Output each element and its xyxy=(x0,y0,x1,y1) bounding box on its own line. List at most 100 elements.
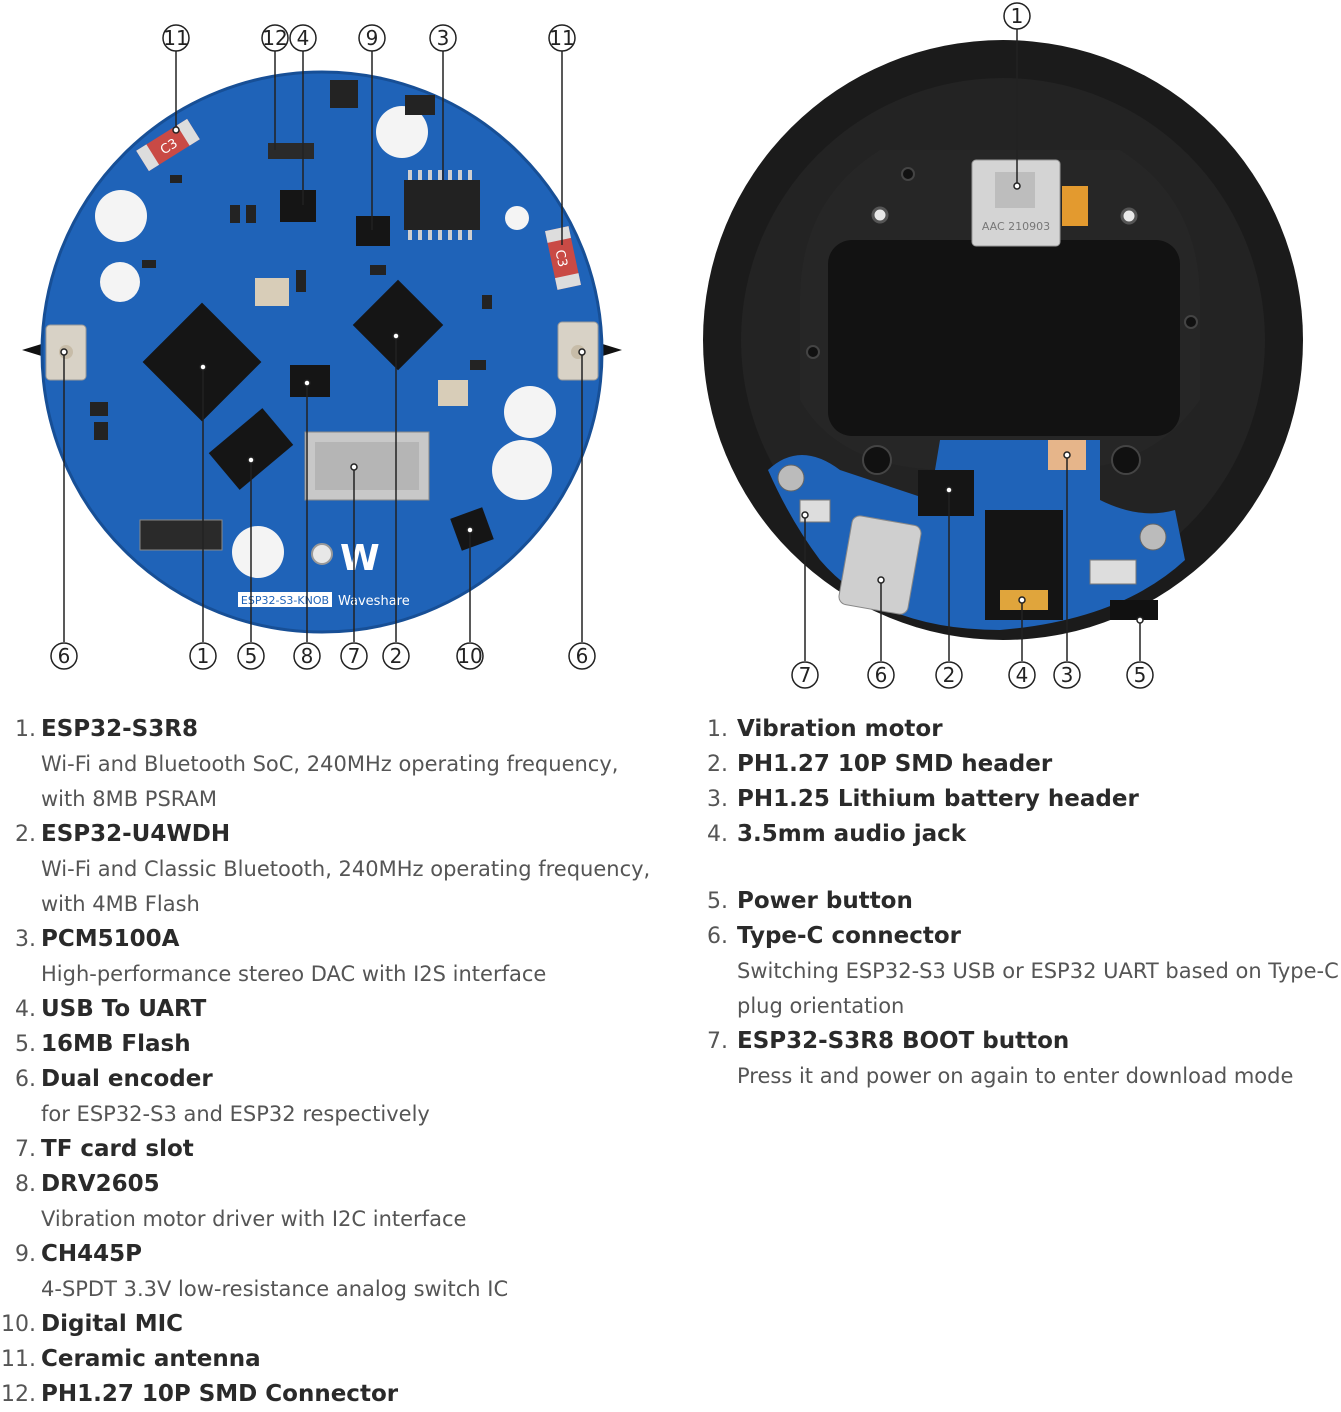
brand-label: Waveshare xyxy=(338,594,410,609)
list-item-title: 3.5mm audio jack xyxy=(737,821,967,847)
callout-label: 5 xyxy=(245,644,258,668)
type-c-connector xyxy=(838,515,922,615)
list-item-number: 9. xyxy=(15,1242,36,1267)
list-item-title: TF card slot xyxy=(41,1136,194,1162)
list-item-description: with 8MB PSRAM xyxy=(41,787,218,811)
list-item-description: Wi-Fi and Classic Bluetooth, 240MHz oper… xyxy=(41,857,651,881)
list-item-title: 16MB Flash xyxy=(41,1031,191,1057)
callout-label: 10 xyxy=(457,644,482,668)
list-item: 10.Digital MIC xyxy=(0,1307,680,1342)
antenna-right: C3 xyxy=(545,226,581,290)
list-item-title: USB To UART xyxy=(41,996,207,1022)
antenna-left: C3 xyxy=(136,118,200,172)
list-item-number: 6. xyxy=(15,1067,36,1092)
callout-label: 7 xyxy=(348,644,361,668)
list-item: 5. Power button xyxy=(700,884,1341,919)
callout-label: 3 xyxy=(437,26,450,50)
list-item-description: Press it and power on again to enter dow… xyxy=(737,1064,1294,1088)
callout-label: 2 xyxy=(390,644,403,668)
list-item: 3. PH1.25 Lithium battery header xyxy=(700,782,1341,817)
list-item: 5.16MB Flash xyxy=(0,1027,680,1062)
list-item-description: for ESP32-S3 and ESP32 respectively xyxy=(41,1102,430,1126)
list-item-title: Type-C connector xyxy=(737,923,962,949)
callout-label: 8 xyxy=(301,644,314,668)
power-button xyxy=(1110,600,1158,620)
list-item: 11.Ceramic antenna xyxy=(0,1342,680,1377)
list-item-title: Digital MIC xyxy=(41,1311,184,1337)
list-item-number: 12. xyxy=(1,1382,36,1407)
list-item-title: Ceramic antenna xyxy=(41,1346,261,1372)
front-board: C3 C3 xyxy=(22,24,622,670)
list-item-number: 2. xyxy=(15,822,36,847)
callout-label: 6 xyxy=(576,644,589,668)
smd-header xyxy=(918,470,974,516)
list-item-description: with 4MB Flash xyxy=(41,892,200,916)
product-figure: C3 C3 xyxy=(22,2,1303,689)
list-item: 1. Vibration motor xyxy=(700,712,1341,747)
callout-label: 6 xyxy=(58,644,71,668)
list-item-title: ESP32-S3R8 BOOT button xyxy=(737,1028,1070,1054)
callout-label: 11 xyxy=(549,26,574,50)
callout-label: 4 xyxy=(1016,663,1029,687)
list-item-title: PCM5100A xyxy=(41,926,180,952)
board-label: ESP32-S3-KNOB xyxy=(241,594,329,607)
list-item: 2. PH1.27 10P SMD header xyxy=(700,747,1341,782)
list-spacer xyxy=(700,852,1341,884)
list-item-number: 3. xyxy=(707,787,728,812)
list-item-number: 1. xyxy=(15,717,36,742)
list-item-number: 5. xyxy=(707,889,728,914)
callout-label: 1 xyxy=(197,644,210,668)
callout-label: 1 xyxy=(1011,4,1024,28)
list-item: 9.CH445P 4-SPDT 3.3V low-resistance analo… xyxy=(0,1237,680,1307)
list-item-title: Power button xyxy=(737,888,913,914)
list-item-description: Vibration motor driver with I2C interfac… xyxy=(41,1207,467,1231)
back-enclosure: AAC 210903 xyxy=(703,2,1303,689)
callout-label: 6 xyxy=(875,663,888,687)
list-item-number: 4. xyxy=(15,997,36,1022)
list-item-number: 8. xyxy=(15,1172,36,1197)
list-item-number: 6. xyxy=(707,924,728,949)
brand-logo: W xyxy=(340,538,380,579)
list-item: 4.USB To UART xyxy=(0,992,680,1027)
list-item-title: PH1.27 10P SMD header xyxy=(737,751,1053,777)
list-item-number: 1. xyxy=(707,717,728,742)
list-item-number: 2. xyxy=(707,752,728,777)
callout-label: 4 xyxy=(297,26,310,50)
list-item-description: Wi-Fi and Bluetooth SoC, 240MHz operatin… xyxy=(41,752,619,776)
list-item-description: plug orientation xyxy=(737,994,905,1018)
list-item-number: 10. xyxy=(1,1312,36,1337)
list-item-title: PH1.25 Lithium battery header xyxy=(737,786,1139,812)
callout-label: 3 xyxy=(1061,663,1074,687)
list-item-description: High-performance stereo DAC with I2S int… xyxy=(41,962,547,986)
callout-label: 2 xyxy=(943,663,956,687)
list-item-title: ESP32-U4WDH xyxy=(41,821,231,847)
motor-marking: AAC 210903 xyxy=(982,220,1050,233)
list-item-title: ESP32-S3R8 xyxy=(41,716,198,742)
list-item-title: Vibration motor xyxy=(737,716,943,742)
list-item-number: 5. xyxy=(15,1032,36,1057)
list-item: 4. 3.5mm audio jack xyxy=(700,817,1341,852)
battery-cavity xyxy=(828,240,1180,436)
list-item-number: 7. xyxy=(707,1029,728,1054)
callout-label: 12 xyxy=(262,26,287,50)
list-item-number: 7. xyxy=(15,1137,36,1162)
list-item-number: 11. xyxy=(1,1347,36,1372)
list-item: 2.ESP32-U4WDH Wi-Fi and Classic Bluetooth… xyxy=(0,817,680,922)
back-feature-list: 1. Vibration motor 2. PH1.27 10P SMD header… xyxy=(700,712,1341,1094)
list-item-title: PH1.27 10P SMD Connector xyxy=(41,1381,399,1407)
list-item: 3.PCM5100A High-performance stereo DAC wi… xyxy=(0,922,680,992)
callout-label: 9 xyxy=(366,26,379,50)
list-item-number: 3. xyxy=(15,927,36,952)
list-item-title: CH445P xyxy=(41,1241,142,1267)
list-item: 12.PH1.27 10P SMD Connector xyxy=(0,1377,680,1412)
list-item-description: 4-SPDT 3.3V low-resistance analog switch… xyxy=(41,1277,509,1301)
callout-label: 5 xyxy=(1134,663,1147,687)
list-item-title: DRV2605 xyxy=(41,1171,160,1197)
list-item-number: 4. xyxy=(707,822,728,847)
